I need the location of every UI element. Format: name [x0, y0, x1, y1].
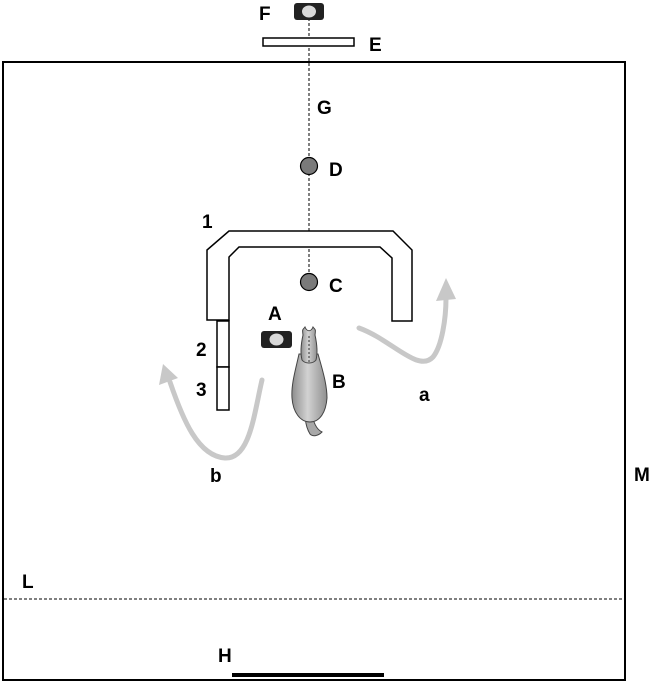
- room-boundary: [2, 61, 626, 681]
- label-3: 3: [196, 380, 207, 401]
- segment-3: [216, 366, 230, 411]
- label-a-arrow: a: [419, 385, 430, 406]
- arrow-b: [159, 364, 265, 461]
- label-m: M: [634, 465, 650, 486]
- arrow-a: [356, 278, 456, 364]
- label-b-dog: B: [332, 372, 346, 393]
- label-1: 1: [202, 212, 213, 233]
- camera-icon: [294, 3, 324, 20]
- label-2: 2: [196, 340, 207, 361]
- label-d: D: [329, 160, 343, 181]
- label-l: L: [22, 572, 34, 593]
- label-b-arrow: b: [210, 466, 222, 487]
- label-f: F: [259, 4, 271, 25]
- label-g: G: [317, 98, 332, 119]
- label-e: E: [369, 35, 382, 56]
- label-a-camera: A: [268, 304, 282, 325]
- panel-e: [262, 37, 355, 47]
- dot-d: [299, 156, 319, 176]
- dot-c: [299, 272, 319, 292]
- camera-icon: [261, 331, 292, 348]
- label-h: H: [218, 646, 232, 667]
- u-shaped-barrier: [206, 230, 413, 322]
- label-c: C: [329, 276, 343, 297]
- segment-2: [216, 320, 230, 368]
- dog-icon: [291, 325, 328, 437]
